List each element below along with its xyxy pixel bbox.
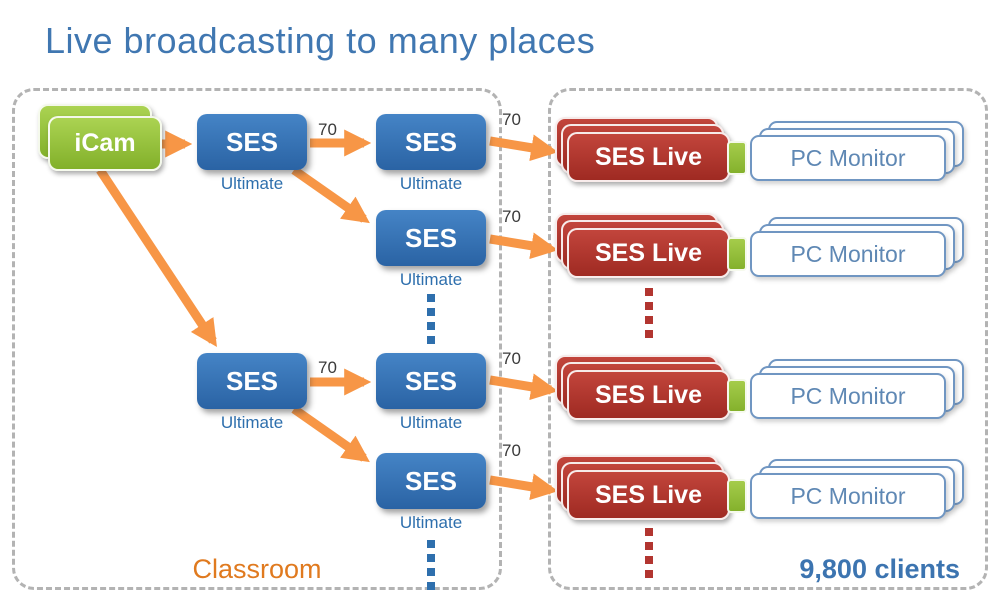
connector-green-1 [727, 141, 747, 175]
ellipsis-blue-2 [427, 540, 435, 590]
ses-box-1: SES [197, 114, 307, 170]
page-title: Live broadcasting to many places [45, 20, 596, 61]
bandwidth-label-1: 70 [318, 120, 337, 139]
ses-box-2: SES [376, 114, 486, 170]
ses-box-6: SES [376, 453, 486, 509]
connector-green-3 [727, 379, 747, 413]
pc-monitor-box-4: PC Monitor [750, 473, 946, 519]
ses-box-5: SES [376, 353, 486, 409]
connector-green-4 [727, 479, 747, 513]
connector-green-2 [727, 237, 747, 271]
classroom-caption: Classroom [192, 554, 322, 584]
ses-box-4: SES [197, 353, 307, 409]
ultimate-label-3: Ultimate [399, 270, 463, 289]
ellipsis-red-2 [645, 528, 653, 578]
ultimate-label-1: Ultimate [220, 174, 284, 193]
ses-live-box-1: SES Live [567, 132, 730, 182]
bandwidth-label-6: 70 [502, 441, 521, 460]
classroom-group [12, 88, 502, 590]
ellipsis-blue-1 [427, 294, 435, 344]
ultimate-label-4: Ultimate [220, 413, 284, 432]
ses-box-3: SES [376, 210, 486, 266]
pc-monitor-box-1: PC Monitor [750, 135, 946, 181]
bandwidth-label-5: 70 [502, 349, 521, 368]
bandwidth-label-3: 70 [502, 207, 521, 226]
ses-live-box-2: SES Live [567, 228, 730, 278]
bandwidth-label-2: 70 [502, 110, 521, 129]
pc-monitor-box-3: PC Monitor [750, 373, 946, 419]
ses-live-box-3: SES Live [567, 370, 730, 420]
icam-box: iCam [48, 116, 162, 171]
ellipsis-red-1 [645, 288, 653, 338]
clients-group [548, 88, 988, 590]
ses-live-box-4: SES Live [567, 470, 730, 520]
clients-caption: 9,800 clients [799, 554, 960, 584]
ultimate-label-5: Ultimate [399, 413, 463, 432]
ultimate-label-6: Ultimate [399, 513, 463, 532]
pc-monitor-box-2: PC Monitor [750, 231, 946, 277]
bandwidth-label-4: 70 [318, 358, 337, 377]
ultimate-label-2: Ultimate [399, 174, 463, 193]
